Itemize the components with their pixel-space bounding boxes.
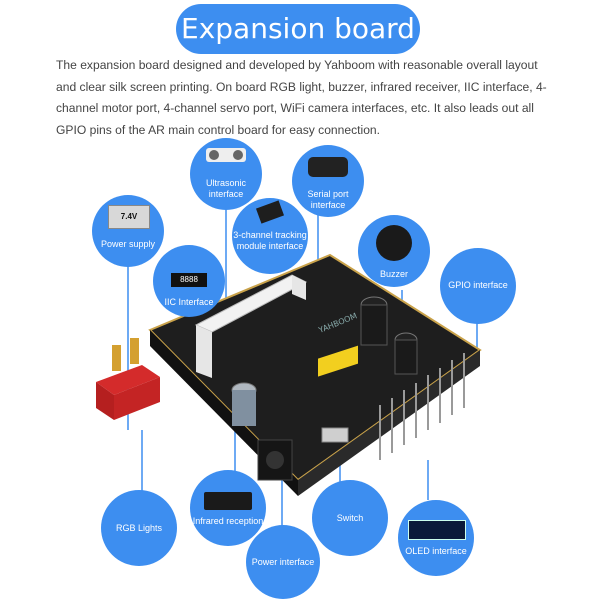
tracking-module-icon bbox=[255, 200, 285, 224]
tracking-module-label: 3-channel tracking module interface bbox=[233, 230, 307, 251]
gpio-label: GPIO interface bbox=[448, 280, 508, 290]
description-text: The expansion board designed and develop… bbox=[56, 58, 547, 137]
power-interface-label: Power interface bbox=[251, 557, 315, 567]
buzzer-callout: Buzzer bbox=[358, 215, 430, 287]
page-title: Expansion board bbox=[176, 4, 420, 54]
ultrasonic-sensor-icon bbox=[206, 148, 246, 162]
oled-interface-callout: OLED interface bbox=[398, 500, 474, 576]
iic-display-icon: 8888 bbox=[171, 273, 207, 287]
ultrasonic-label: Ultrasonic interface bbox=[205, 178, 246, 199]
power-supply-callout: 7.4V Power supply bbox=[92, 195, 164, 267]
infrared-receiver-icon bbox=[204, 492, 252, 510]
power-supply-label: Power supply bbox=[100, 239, 156, 249]
infrared-reception-callout: Infrared reception bbox=[190, 470, 266, 546]
gpio-interface-callout: GPIO interface bbox=[440, 248, 516, 324]
rgb-label: RGB Lights bbox=[115, 523, 163, 533]
switch-label: Switch bbox=[336, 513, 364, 523]
power-interface-callout: Power interface bbox=[246, 525, 320, 599]
iic-label: IIC Interface bbox=[164, 297, 214, 307]
ultrasonic-interface-callout: Ultrasonic interface bbox=[190, 138, 262, 210]
oled-screen-icon bbox=[408, 520, 466, 540]
rgb-lights-callout: RGB Lights bbox=[101, 490, 177, 566]
serial-port-label: Serial port interface bbox=[307, 189, 349, 210]
switch-callout: Switch bbox=[312, 480, 388, 556]
battery-icon: 7.4V bbox=[108, 205, 150, 229]
iic-interface-callout: 8888 IIC Interface bbox=[153, 245, 225, 317]
serial-port-callout: Serial port interface bbox=[292, 145, 364, 217]
infrared-label: Infrared reception bbox=[192, 516, 264, 526]
speaker-icon bbox=[308, 157, 348, 177]
buzzer-label: Buzzer bbox=[379, 269, 408, 279]
tracking-module-callout: 3-channel tracking module interface bbox=[232, 198, 308, 274]
oled-label: OLED interface bbox=[405, 546, 467, 556]
buzzer-icon bbox=[376, 225, 412, 261]
